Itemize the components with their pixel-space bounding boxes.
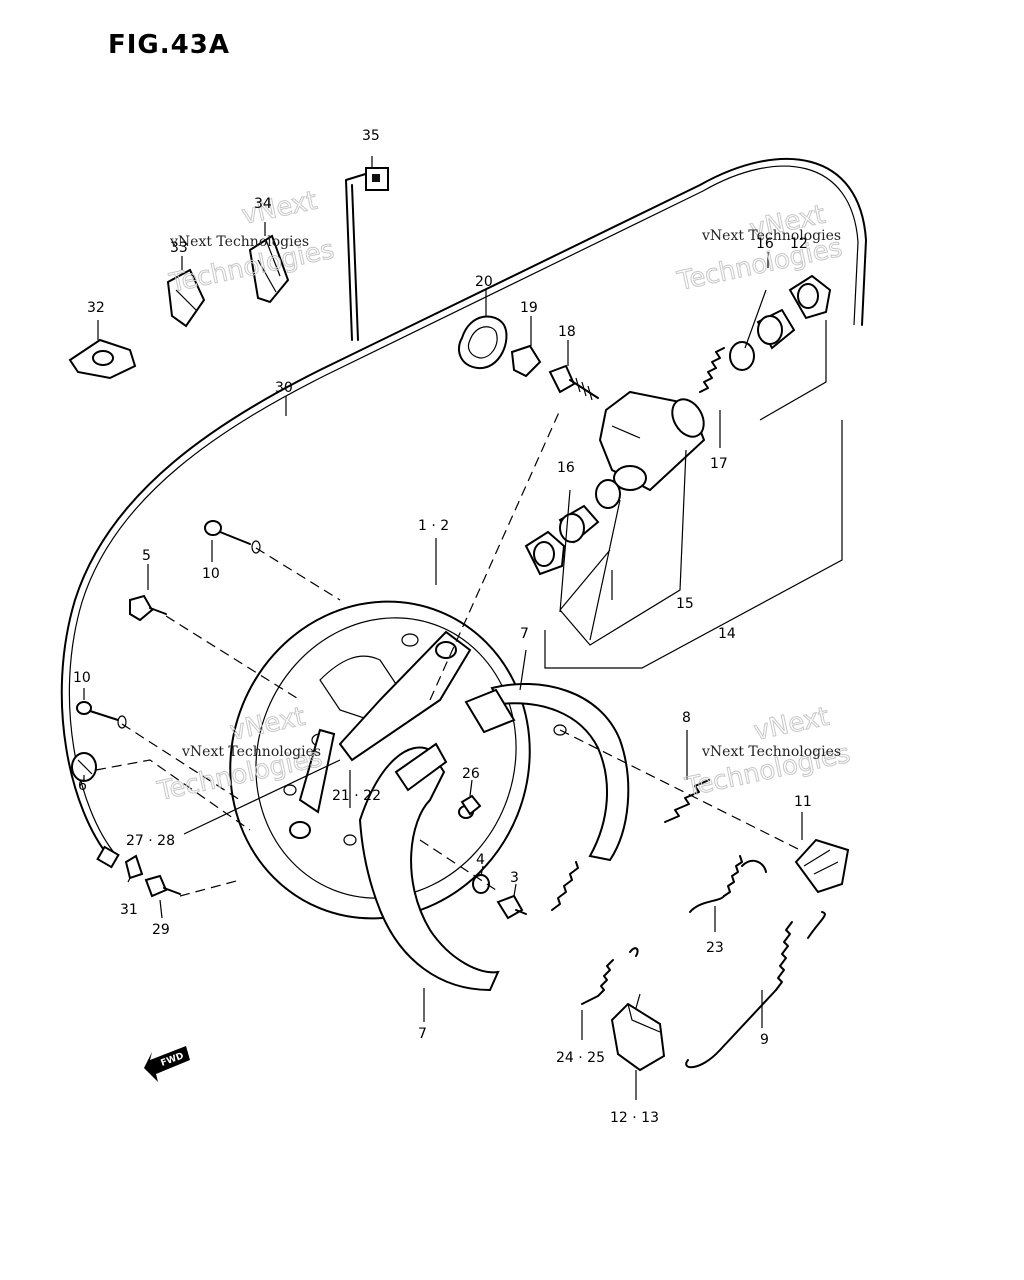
label-33: 33 xyxy=(170,240,188,256)
label-21-22: 21 · 22 xyxy=(332,788,381,804)
brake-shoe-7-rear xyxy=(464,682,630,862)
label-31: 31 xyxy=(120,902,138,918)
label-10-upper: 10 xyxy=(202,566,220,582)
label-3: 3 xyxy=(510,870,519,886)
label-32: 32 xyxy=(87,300,105,316)
bolt-10-lower xyxy=(76,701,127,729)
label-35: 35 xyxy=(362,128,380,144)
svg-text:vNext Technologies: vNext Technologies xyxy=(169,234,309,250)
watermark-4: vNext Technologies vNext Technologies xyxy=(682,701,854,803)
bleeder-screw-18 xyxy=(548,364,599,401)
hold-down-11 xyxy=(794,838,850,894)
kit-bracket-14 xyxy=(544,420,843,669)
label-14: 14 xyxy=(718,626,736,642)
part-labels: 35 34 33 32 30 20 19 18 17 16 12 16 15 1… xyxy=(73,128,812,1126)
spring-24-25 xyxy=(581,947,639,1005)
label-24-25: 24 · 25 xyxy=(556,1050,605,1066)
boot-left xyxy=(524,530,566,576)
wheel-cylinder-body xyxy=(598,390,706,492)
label-12-13: 12 · 13 xyxy=(610,1110,659,1126)
backing-plate-1-2 xyxy=(229,600,531,920)
svg-text:vNext: vNext xyxy=(239,186,320,231)
nut-5 xyxy=(129,594,167,622)
spring-23 xyxy=(689,855,767,913)
label-8: 8 xyxy=(682,710,691,726)
label-20: 20 xyxy=(475,274,493,290)
kit-bracket-15 xyxy=(559,449,687,646)
svg-text:vNext: vNext xyxy=(751,702,832,747)
pipe-end-fitting xyxy=(96,845,120,869)
cup-16-left xyxy=(595,479,621,509)
kit-bracket-16 xyxy=(744,289,827,421)
label-12: 12 xyxy=(790,236,808,252)
label-10-lower: 10 xyxy=(73,670,91,686)
clip-34 xyxy=(248,234,290,304)
label-7-upper: 7 xyxy=(520,626,529,642)
label-5: 5 xyxy=(142,548,151,564)
bolt-29 xyxy=(144,874,181,898)
label-1-2: 1 · 2 xyxy=(418,518,449,534)
label-15: 15 xyxy=(676,596,694,612)
label-34: 34 xyxy=(254,196,272,212)
spring-17 xyxy=(699,347,725,393)
shoe-return-spring xyxy=(551,861,579,911)
fwd-arrow-icon: FWD xyxy=(144,1046,190,1082)
bolt-3 xyxy=(496,894,527,920)
label-19: 19 xyxy=(520,300,538,316)
label-27-28: 27 · 28 xyxy=(126,833,175,849)
label-16-right: 16 xyxy=(756,236,774,252)
gasket-20 xyxy=(458,315,508,370)
brake-shoe-7-front xyxy=(358,742,500,992)
label-23: 23 xyxy=(706,940,724,956)
washer-4 xyxy=(472,874,490,894)
label-16-left: 16 xyxy=(557,460,575,476)
leader-lines xyxy=(83,156,803,1100)
clip-33 xyxy=(166,268,206,328)
bleeder-cap-19 xyxy=(510,344,542,378)
svg-text:vNext Technologies: vNext Technologies xyxy=(181,744,321,760)
bushing-6 xyxy=(71,752,97,782)
bolt-10-upper xyxy=(204,520,261,554)
label-26: 26 xyxy=(462,766,480,782)
label-9: 9 xyxy=(760,1032,769,1048)
figure-title: FIG.43A xyxy=(108,30,230,60)
label-4: 4 xyxy=(476,852,485,868)
svg-text:vNext Technologies: vNext Technologies xyxy=(701,228,841,244)
watermark-1: vNext Technologies vNext Technologies xyxy=(166,185,338,299)
spring-clip-12-13 xyxy=(610,993,666,1072)
clip-32 xyxy=(68,338,137,380)
label-7-lower: 7 xyxy=(418,1026,427,1042)
label-29: 29 xyxy=(152,922,170,938)
clip-31 xyxy=(124,854,144,880)
label-18: 18 xyxy=(558,324,576,340)
boot-right xyxy=(788,274,832,320)
label-6: 6 xyxy=(78,778,87,794)
label-17: 17 xyxy=(710,456,728,472)
spring-9 xyxy=(685,911,826,1069)
spring-8 xyxy=(664,779,710,823)
cup-16-right xyxy=(729,341,755,371)
label-11: 11 xyxy=(794,794,812,810)
clamp-35 xyxy=(345,167,389,341)
brake-pipe-30 xyxy=(60,158,867,859)
svg-text:vNext Technologies: vNext Technologies xyxy=(701,744,841,760)
piston-right xyxy=(756,308,796,350)
label-30: 30 xyxy=(275,380,293,396)
pin-26 xyxy=(460,794,482,816)
